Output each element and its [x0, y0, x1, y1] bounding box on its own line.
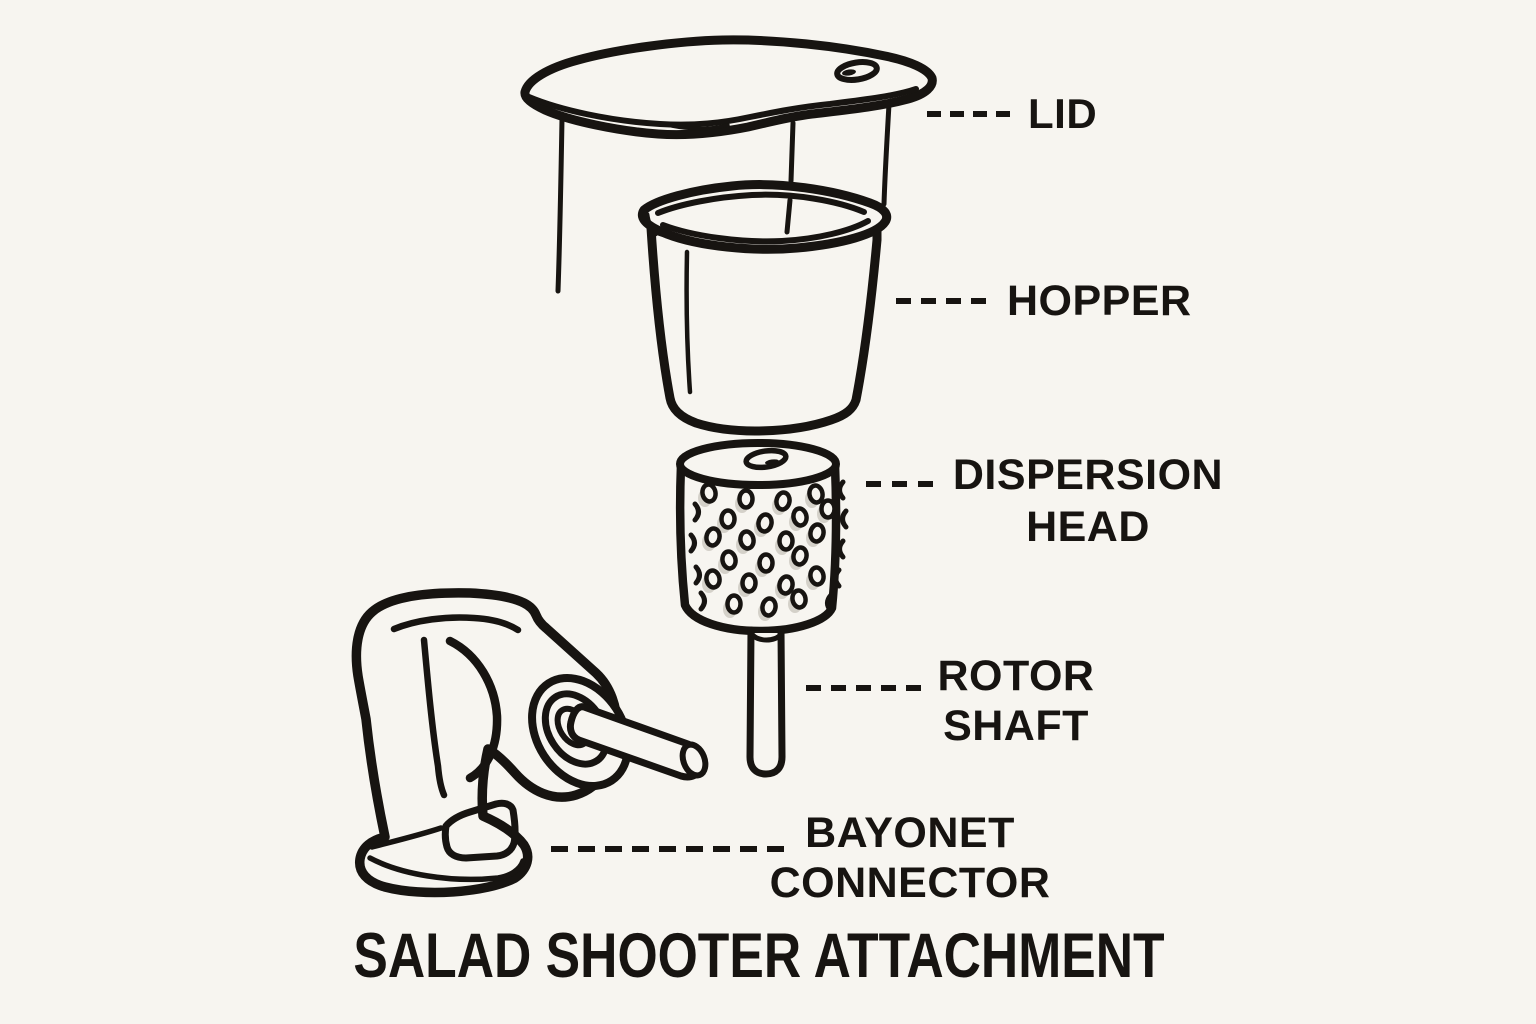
- dispersion-hole-partial: [688, 532, 697, 554]
- lid-hole-shadow: [842, 69, 856, 76]
- dispersion-hole: [807, 483, 825, 505]
- hopper-body-crease-line: [684, 249, 693, 395]
- hopper-inner-middle-line: [784, 197, 793, 235]
- bayonet-connector-label-line2: CONNECTOR: [769, 859, 1051, 907]
- dispersion-hole: [760, 596, 778, 618]
- dispersion-hole: [791, 506, 809, 528]
- bayonet-connector-label-line1: BAYONET: [805, 809, 1015, 857]
- dispersion-hole: [791, 545, 809, 567]
- dispersion-hole: [719, 508, 737, 530]
- dispersion-hole: [757, 552, 775, 574]
- bayonet-foot-recess: [441, 799, 519, 862]
- lid-label: LID: [1028, 93, 1097, 135]
- dispersion-hole: [737, 488, 755, 510]
- dispersion-hole: [777, 530, 795, 552]
- hopper-label: HOPPER: [1007, 280, 1192, 323]
- hopper-rim-corner-line: [642, 211, 659, 237]
- bayonet-collar-arc: [445, 636, 502, 783]
- dispersion-hole: [740, 572, 758, 594]
- dispersion-hole-partial: [833, 567, 842, 589]
- dispersion-head-label-line1: DISPERSION: [952, 451, 1224, 499]
- dispersion-head-slot-shadow: [765, 459, 779, 465]
- lid-front-accent-line: [670, 123, 730, 131]
- dispersion-head-top: [676, 439, 840, 489]
- dispersion-hole-partial: [837, 538, 846, 560]
- dispersion-hole-partial: [692, 501, 701, 523]
- hopper-drawing: [638, 180, 892, 436]
- bayonet-front-edge-line: [420, 636, 448, 799]
- lid-skirt-left-line: [555, 116, 565, 294]
- bayonet-foot-front-line: [367, 855, 526, 883]
- lid-skirt-middle-line: [788, 120, 796, 184]
- hopper-opening-front-line: [660, 218, 871, 245]
- dispersion-hole-partial: [698, 590, 707, 612]
- dispersion-head-label: DISPERSION HEAD: [953, 449, 1223, 553]
- dispersion-hole: [774, 490, 792, 512]
- dispersion-hole: [777, 574, 795, 596]
- dispersion-hole: [704, 568, 722, 590]
- rotor-shaft-label: ROTOR SHAFT: [938, 651, 1095, 751]
- dispersion-hole: [725, 593, 743, 615]
- lid-hole: [834, 59, 880, 83]
- dispersion-hole: [738, 529, 756, 551]
- dispersion-head-label-line2: HEAD: [1026, 503, 1150, 551]
- dispersion-hole: [756, 512, 774, 534]
- lid-rim-inner-line: [526, 86, 919, 128]
- lid-outline: [520, 35, 937, 140]
- bayonet-elbow-inner-line: [390, 614, 522, 634]
- rotor-shaft-label-line1: ROTOR: [937, 652, 1095, 700]
- bayonet-foot-lip-line: [369, 825, 444, 850]
- rotor-shaft-top-arc: [749, 631, 784, 643]
- lid-label-line: LID: [1028, 90, 1098, 137]
- hopper-opening-back-line: [655, 191, 867, 216]
- lid-drawing: [520, 35, 937, 294]
- bayonet-body-outline: [351, 588, 622, 898]
- rotor-shaft-fill: [750, 633, 782, 775]
- dispersion-hole: [700, 482, 718, 504]
- dispersion-hole: [790, 588, 808, 610]
- dispersion-hole: [819, 498, 837, 520]
- dispersion-holes: [688, 479, 849, 621]
- dispersion-head-drawing: [675, 439, 849, 636]
- lid-skirt-right-line: [881, 101, 892, 207]
- bayonet-connector-label: BAYONET CONNECTOR: [770, 808, 1051, 908]
- dispersion-hole: [808, 565, 826, 587]
- rotor-shaft-label-line2: SHAFT: [943, 702, 1089, 750]
- rotor-shaft-drawing: [746, 626, 786, 778]
- dispersion-hole-partial: [837, 479, 846, 501]
- rotor-shaft-outline: [746, 626, 786, 778]
- diagram-title: SALAD SHOOTER ATTACHMENT: [353, 921, 1165, 991]
- dispersion-hole: [704, 526, 722, 548]
- hopper-label-line: HOPPER: [1007, 277, 1192, 325]
- dispersion-hole: [808, 522, 826, 544]
- dispersion-hole: [720, 549, 738, 571]
- dispersion-head-slot: [743, 447, 789, 471]
- bayonet-rod-tip: [679, 741, 709, 779]
- bayonet-connector-drawing: [351, 588, 709, 898]
- dispersion-hole-partial: [693, 564, 702, 586]
- dispersion-hole-partial: [825, 592, 834, 614]
- dispersion-hole-partial: [840, 508, 849, 530]
